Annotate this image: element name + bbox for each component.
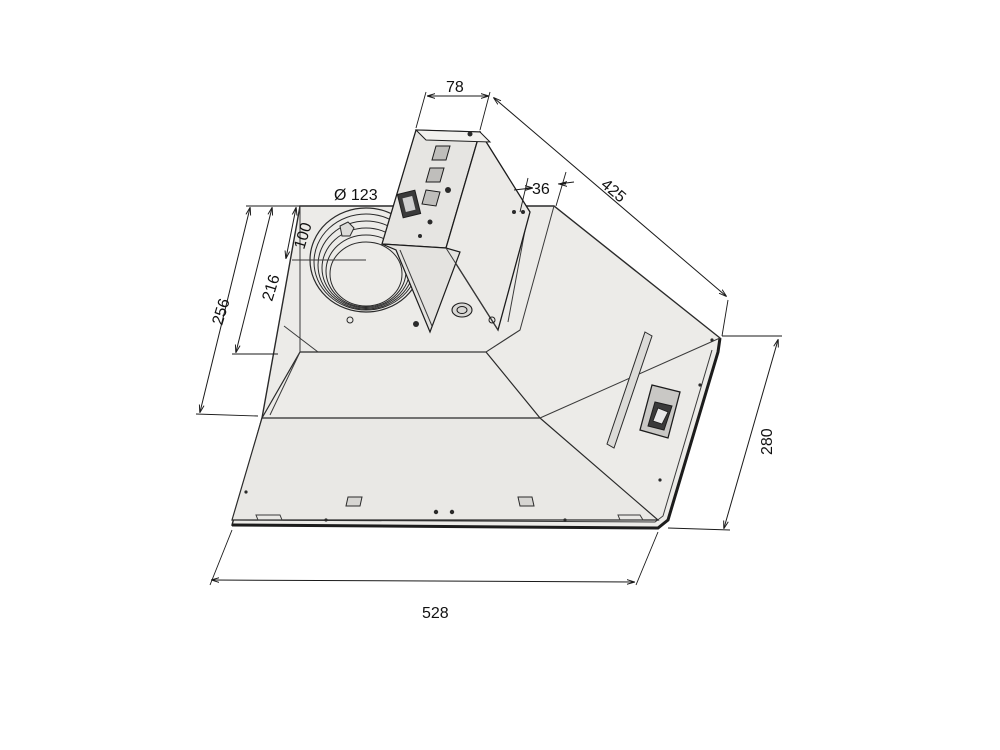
label-width-total: 528	[422, 605, 449, 622]
hood-top-recess	[261, 351, 541, 419]
hood-front-face	[231, 417, 660, 521]
control-switch	[639, 384, 681, 439]
side-slot	[606, 331, 653, 449]
label-height-front: 256	[210, 297, 234, 328]
label-height-inner: 216	[260, 273, 284, 304]
label-depth-side: 280	[759, 428, 776, 455]
clip-right	[517, 496, 535, 507]
label-duct-diameter: Ø 123	[334, 187, 378, 204]
dimension-lines	[195, 91, 782, 586]
label-motor-width: 78	[446, 79, 464, 96]
clip-left	[345, 496, 363, 507]
label-flange: 36	[532, 181, 550, 198]
hood-bottom-edge	[231, 337, 722, 530]
label-length-top: 425	[597, 176, 628, 206]
